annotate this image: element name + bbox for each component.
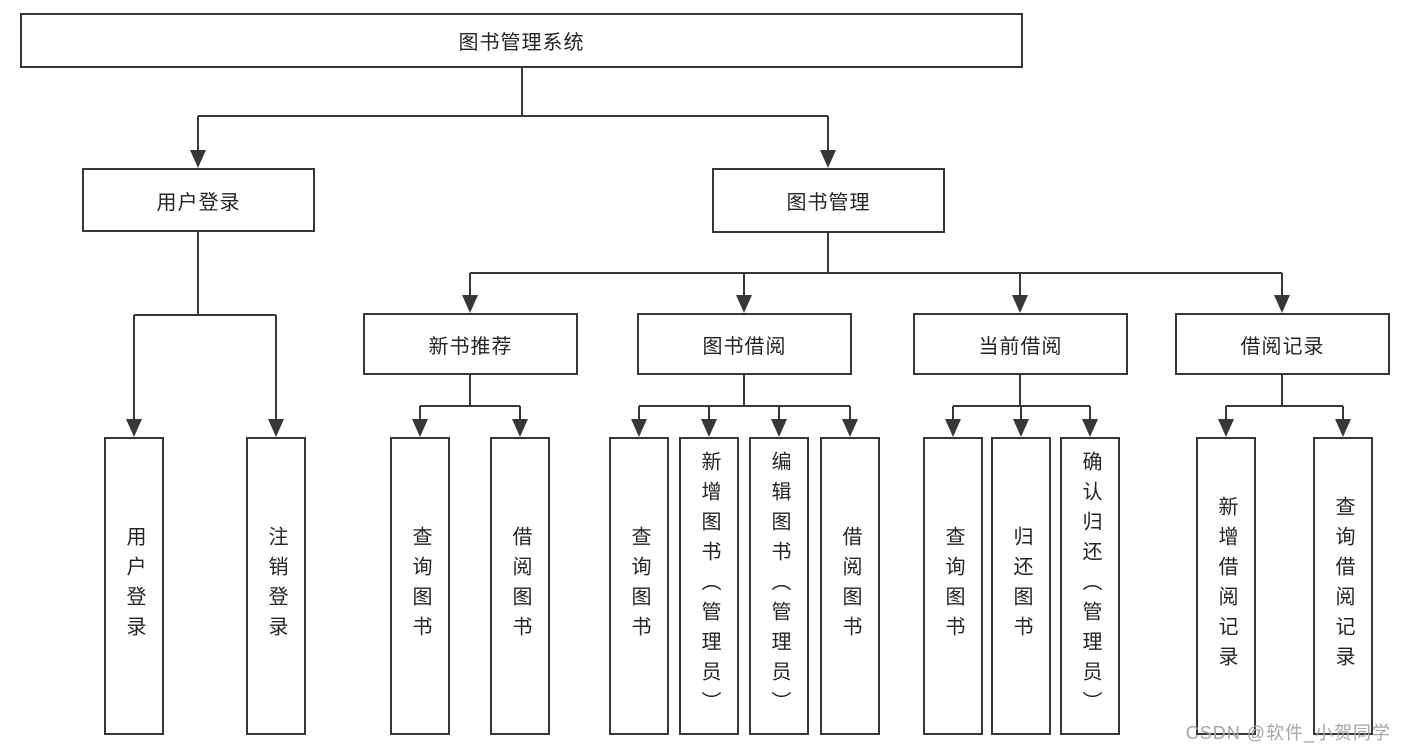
node-leaf-return-book: 归还图书 [991, 437, 1051, 735]
connector-book-management-children [462, 233, 1290, 313]
node-label: 查询借阅记录 [1332, 496, 1354, 676]
node-label: 图书管理系统 [458, 32, 585, 54]
node-user-login: 用户登录 [82, 168, 315, 232]
node-label: 编辑图书（管理员） [768, 451, 790, 721]
node-label: 用户登录 [123, 526, 145, 646]
node-label: 借阅图书 [839, 526, 861, 646]
node-leaf-add-borrow-record: 新增借阅记录 [1196, 437, 1256, 735]
node-label: 查询图书 [409, 526, 431, 646]
arrowhead [1335, 419, 1351, 437]
node-leaf-query-borrow-record: 查询借阅记录 [1313, 437, 1373, 735]
node-label: 新增借阅记录 [1215, 496, 1237, 676]
arrowhead [1013, 419, 1029, 437]
node-leaf-edit-book-admin: 编辑图书（管理员） [749, 437, 809, 735]
arrowhead [820, 150, 836, 168]
node-leaf-borrow-books-recommend: 借阅图书 [490, 437, 550, 735]
node-label: 图书管理 [786, 192, 871, 214]
node-label: 注销登录 [265, 526, 287, 646]
arrowhead [945, 419, 961, 437]
arrowhead [1012, 295, 1028, 313]
node-book-management: 图书管理 [712, 168, 945, 233]
arrowhead [1082, 419, 1098, 437]
arrowhead [412, 419, 428, 437]
node-leaf-borrow-books: 借阅图书 [820, 437, 880, 735]
node-book-borrow: 图书借阅 [637, 313, 852, 375]
node-label: 新增图书（管理员） [698, 451, 720, 721]
node-label: 借阅记录 [1240, 335, 1325, 358]
node-borrow-records: 借阅记录 [1175, 313, 1390, 375]
node-label: 图书借阅 [702, 335, 787, 358]
connector-current-borrow-children [945, 375, 1098, 437]
connector-root-to-level2 [190, 67, 836, 168]
connector-user-login-children [126, 232, 284, 437]
node-label: 新书推荐 [428, 335, 513, 358]
arrowhead [1274, 295, 1290, 313]
node-label: 查询图书 [942, 526, 964, 646]
arrowhead [771, 419, 787, 437]
node-leaf-confirm-return-admin: 确认归还（管理员） [1060, 437, 1120, 735]
node-leaf-query-books-borrow: 查询图书 [609, 437, 669, 735]
arrowhead [126, 419, 142, 437]
connector-borrow-records-children [1218, 375, 1351, 437]
node-root-system: 图书管理系统 [20, 13, 1023, 68]
connector-new-book-recommend-children [412, 375, 528, 437]
node-leaf-add-book-admin: 新增图书（管理员） [679, 437, 739, 735]
csdn-watermark: CSDN @软件_小贺同学 [1185, 723, 1391, 743]
node-label: 归还图书 [1010, 526, 1032, 646]
arrowhead [842, 419, 858, 437]
arrowhead [736, 295, 752, 313]
arrowhead [1218, 419, 1234, 437]
arrowhead [268, 419, 284, 437]
node-label: 当前借阅 [978, 335, 1063, 358]
arrowhead [462, 295, 478, 313]
node-leaf-query-books-current: 查询图书 [923, 437, 983, 735]
node-label: 用户登录 [156, 191, 241, 214]
node-leaf-user-login: 用户登录 [104, 437, 164, 735]
node-leaf-logout: 注销登录 [246, 437, 306, 735]
arrowhead [701, 419, 717, 437]
node-new-book-recommend: 新书推荐 [363, 313, 578, 375]
arrowhead [190, 150, 206, 168]
node-label: 查询图书 [628, 526, 650, 646]
arrowhead [631, 419, 647, 437]
connector-book-borrow-children [631, 375, 858, 437]
node-current-borrow: 当前借阅 [913, 313, 1128, 375]
node-label: 确认归还（管理员） [1079, 451, 1101, 721]
arrowhead [512, 419, 528, 437]
node-leaf-query-books-recommend: 查询图书 [390, 437, 450, 735]
node-label: 借阅图书 [509, 526, 531, 646]
